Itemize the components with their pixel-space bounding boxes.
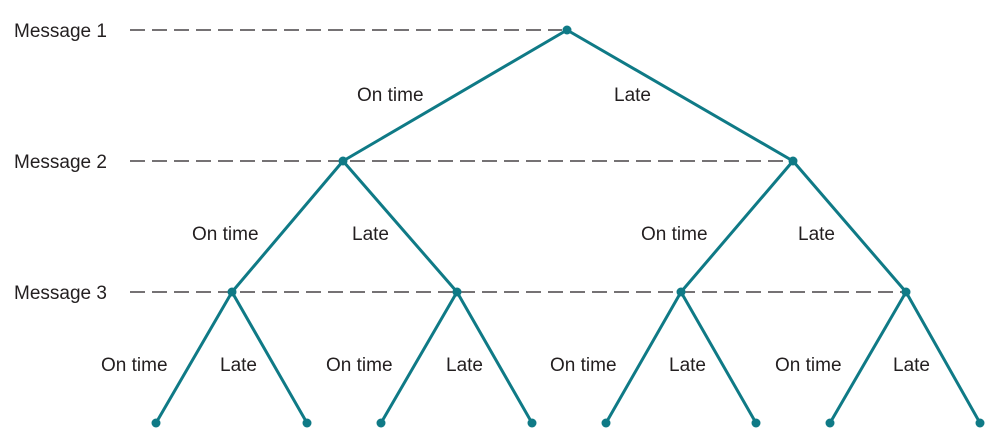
leaf-node-4 — [527, 418, 537, 428]
node-m2-late — [788, 156, 798, 166]
edge-root-late — [565, 28, 795, 163]
branch-label-late: Late — [352, 224, 389, 245]
leaf-node-7 — [825, 418, 835, 428]
edge-m2a-late — [341, 159, 459, 294]
edge-m3c-late — [679, 290, 758, 425]
branch-label-on-time: On time — [101, 355, 168, 376]
branch-label-late: Late — [220, 355, 257, 376]
edge-m3a-late — [230, 290, 309, 425]
leaf-node-3 — [376, 418, 386, 428]
node-m3-b — [452, 287, 462, 297]
node-m3-d — [901, 287, 911, 297]
edge-m3a-on-time — [154, 290, 234, 425]
edge-root-on-time — [341, 28, 569, 163]
edge-m3d-late — [904, 290, 982, 425]
edge-m2b-late — [791, 159, 908, 294]
leaf-node-5 — [601, 418, 611, 428]
branch-label-late: Late — [669, 355, 706, 376]
branch-label-on-time: On time — [775, 355, 842, 376]
edge-m3b-late — [455, 290, 534, 425]
edge-m2b-on-time — [679, 159, 795, 294]
edge-m3c-on-time — [604, 290, 683, 425]
branch-label-late: Late — [893, 355, 930, 376]
branch-label-on-time: On time — [192, 224, 259, 245]
leaf-node-1 — [151, 418, 161, 428]
leaf-node-2 — [302, 418, 312, 428]
node-root — [562, 25, 572, 35]
branch-label-late: Late — [614, 85, 651, 106]
leaf-node-8 — [975, 418, 985, 428]
edge-m3b-on-time — [379, 290, 459, 425]
branch-label-on-time: On time — [641, 224, 708, 245]
branch-label-late: Late — [446, 355, 483, 376]
level-label-message-2: Message 2 — [14, 152, 107, 173]
leaf-node-6 — [751, 418, 761, 428]
branch-label-late: Late — [798, 224, 835, 245]
node-m3-c — [676, 287, 686, 297]
branch-label-on-time: On time — [550, 355, 617, 376]
node-m3-a — [227, 287, 237, 297]
branch-label-on-time: On time — [326, 355, 393, 376]
edge-m2a-on-time — [230, 159, 345, 294]
level-label-message-3: Message 3 — [14, 283, 107, 304]
level-label-message-1: Message 1 — [14, 21, 107, 42]
edge-m3d-on-time — [828, 290, 908, 425]
node-m2-on-time — [338, 156, 348, 166]
branch-label-on-time: On time — [357, 85, 424, 106]
